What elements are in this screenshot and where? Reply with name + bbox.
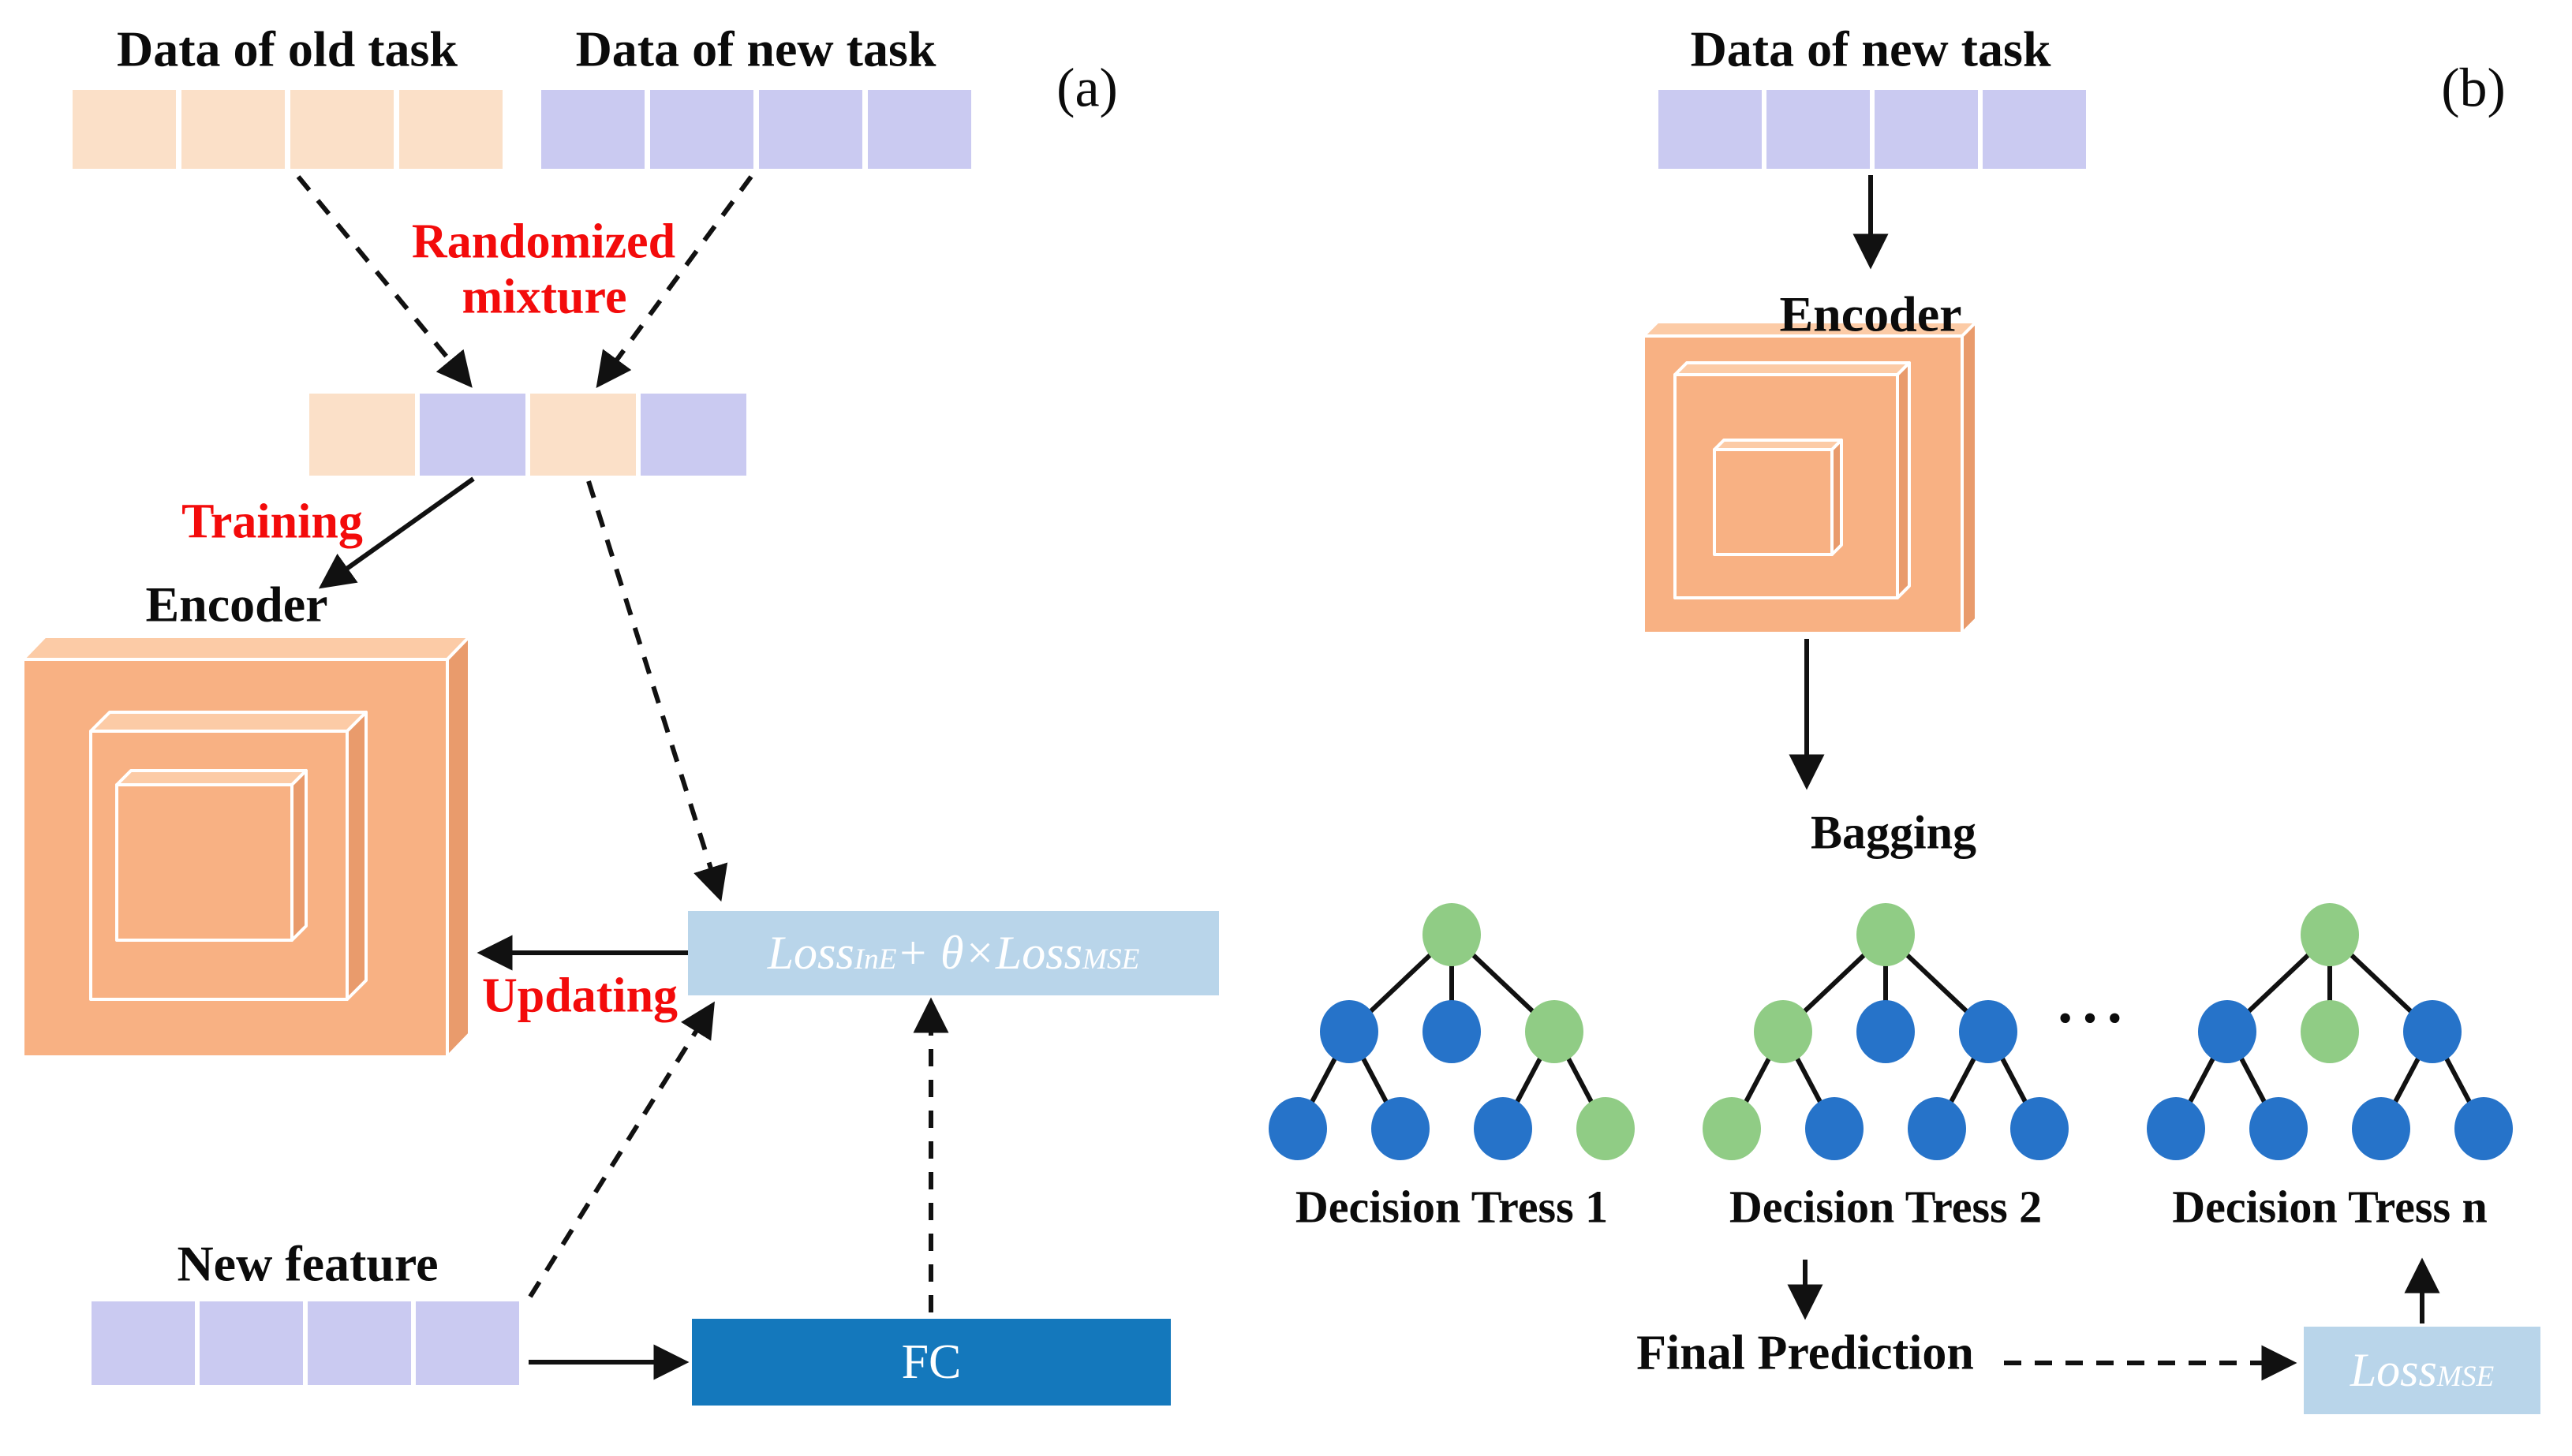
tree0-mid0-node-blue xyxy=(1320,1000,1378,1063)
training-label: Training xyxy=(181,495,363,549)
loss-operator: + θ× xyxy=(896,927,996,979)
trees-ellipsis: ··· xyxy=(2054,985,2130,1052)
randomized-label-line1: Randomized xyxy=(411,215,676,269)
encoder-a-title: Encoder xyxy=(145,576,328,633)
tree1-mid0-node-green xyxy=(1754,1000,1812,1063)
tree0-leaf1-node-blue xyxy=(1371,1097,1430,1160)
tree0-leaf3-node-green xyxy=(1576,1097,1635,1160)
tree2-mid2-node-blue xyxy=(2403,1000,2462,1063)
arrow-mixture-to-loss xyxy=(586,480,728,902)
bagging-title: Bagging xyxy=(1810,806,1977,859)
arrow-newfeature-to-loss xyxy=(528,1001,715,1298)
encoder-a-block xyxy=(21,635,471,1058)
data-cell-purple xyxy=(1658,90,1762,169)
loss-mse-term: Loss xyxy=(2350,1344,2437,1396)
tree2-leaf3-node-blue xyxy=(2454,1097,2513,1160)
data-cell-peach xyxy=(399,90,503,169)
old-task-title: Data of old task xyxy=(116,21,458,77)
tree1-mid2-node-blue xyxy=(1959,1000,2017,1063)
data-cell-peach xyxy=(181,90,285,169)
data-cell-purple xyxy=(1766,90,1870,169)
data-cell-purple xyxy=(200,1301,303,1385)
loss-term-2: Loss xyxy=(995,927,1082,979)
old-task-row xyxy=(73,90,503,169)
data-cell-peach xyxy=(530,394,636,476)
encoder-b-title: Encoder xyxy=(1779,286,1962,342)
tree2-mid1-node-green xyxy=(2301,1000,2359,1063)
data-cell-purple xyxy=(420,394,525,476)
new-task-b-title: Data of new task xyxy=(1690,21,2051,77)
new-feature-title: New feature xyxy=(177,1235,439,1292)
panel-b-letter: (b) xyxy=(2441,58,2506,119)
data-cell-peach xyxy=(290,90,394,169)
data-cell-purple xyxy=(1983,90,2086,169)
tree-label-2: Decision Tress n xyxy=(2172,1181,2488,1233)
loss-sub-2: MSE xyxy=(1082,943,1140,976)
tree-label-1: Decision Tress 2 xyxy=(1729,1181,2043,1233)
new-task-title: Data of new task xyxy=(575,21,936,77)
tree2-leaf0-node-blue xyxy=(2147,1097,2205,1160)
data-cell-purple xyxy=(541,90,645,169)
tree1-leaf0-node-green xyxy=(1703,1097,1761,1160)
tree1-leaf3-node-blue xyxy=(2010,1097,2069,1160)
data-cell-purple xyxy=(1875,90,1978,169)
tree0-root-node-green xyxy=(1422,903,1481,966)
final-prediction-label: Final Prediction xyxy=(1636,1326,1974,1380)
data-cell-purple xyxy=(650,90,753,169)
new-task-b-row xyxy=(1658,90,2086,169)
updating-label: Updating xyxy=(481,969,679,1023)
data-cell-purple xyxy=(641,394,746,476)
tree0-mid2-node-green xyxy=(1525,1000,1583,1063)
arrow-old-to-mixture xyxy=(296,175,473,388)
tree2-mid0-node-blue xyxy=(2198,1000,2256,1063)
arrow-training xyxy=(318,476,475,589)
new-feature-row xyxy=(92,1301,519,1385)
data-cell-purple xyxy=(92,1301,195,1385)
loss-mse-sub: MSE xyxy=(2436,1361,2495,1394)
data-cell-purple xyxy=(759,90,862,169)
tree2-leaf2-node-blue xyxy=(2352,1097,2410,1160)
data-cell-purple xyxy=(308,1301,411,1385)
encoder-b-block xyxy=(1642,320,1978,635)
tree0-leaf2-node-blue xyxy=(1474,1097,1532,1160)
tree2-leaf1-node-blue xyxy=(2249,1097,2308,1160)
arrow-new-to-mixture xyxy=(596,175,753,389)
fc-box: FC xyxy=(692,1319,1171,1406)
tree-label-0: Decision Tress 1 xyxy=(1295,1181,1609,1233)
panel-a-letter: (a) xyxy=(1056,58,1118,119)
tree1-leaf2-node-blue xyxy=(1908,1097,1966,1160)
decision-trees xyxy=(1269,903,2513,1160)
loss-sub-1: InE xyxy=(854,943,897,976)
data-cell-purple xyxy=(868,90,971,169)
tree1-leaf1-node-blue xyxy=(1805,1097,1864,1160)
data-cell-peach xyxy=(73,90,176,169)
data-cell-purple xyxy=(416,1301,519,1385)
randomized-label-line2: mixture xyxy=(462,270,627,324)
data-cell-peach xyxy=(309,394,415,476)
tree2-root-node-green xyxy=(2301,903,2359,966)
new-task-row xyxy=(541,90,971,169)
mixture-row xyxy=(309,394,746,476)
tree1-mid1-node-blue xyxy=(1856,1000,1915,1063)
tree1-root-node-green xyxy=(1856,903,1915,966)
loss-term-1: Loss xyxy=(767,927,854,979)
tree0-mid1-node-blue xyxy=(1422,1000,1481,1063)
tree0-leaf0-node-blue xyxy=(1269,1097,1327,1160)
